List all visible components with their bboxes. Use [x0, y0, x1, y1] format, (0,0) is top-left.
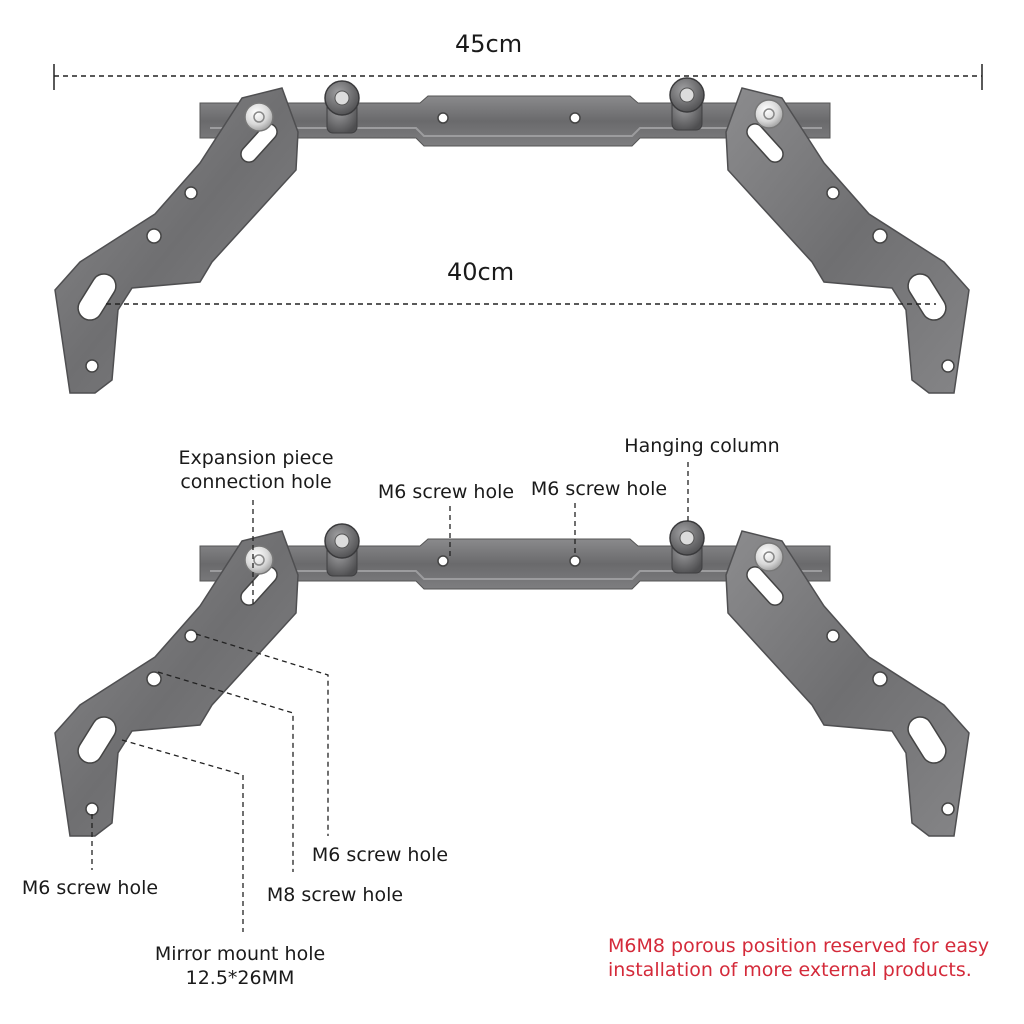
callout-m6-center-right: M6 screw hole	[530, 478, 668, 500]
installation-note: M6M8 porous position reserved for easy i…	[608, 935, 990, 981]
callout-expansion-piece-hole: Expansion piece connection hole	[178, 447, 334, 493]
callout-hanging-column: Hanging column	[624, 435, 780, 457]
bracket-annotated-view	[54, 520, 970, 837]
callout-m6-center-left: M6 screw hole	[377, 481, 515, 503]
callout-m6-side-upper: M6 screw hole	[311, 844, 449, 866]
callout-m6-bottom-left: M6 screw hole	[21, 877, 159, 899]
callout-mirror-mount-hole: Mirror mount hole 12.5*26MM	[154, 943, 326, 989]
bracket-top-view	[54, 77, 970, 394]
callout-leader-lines	[91, 462, 689, 932]
dimension-line-45cm	[53, 64, 983, 90]
dimension-label-40cm: 40cm	[447, 258, 515, 286]
dimension-label-45cm: 45cm	[455, 30, 523, 58]
callout-m8-side: M8 screw hole	[266, 884, 404, 906]
